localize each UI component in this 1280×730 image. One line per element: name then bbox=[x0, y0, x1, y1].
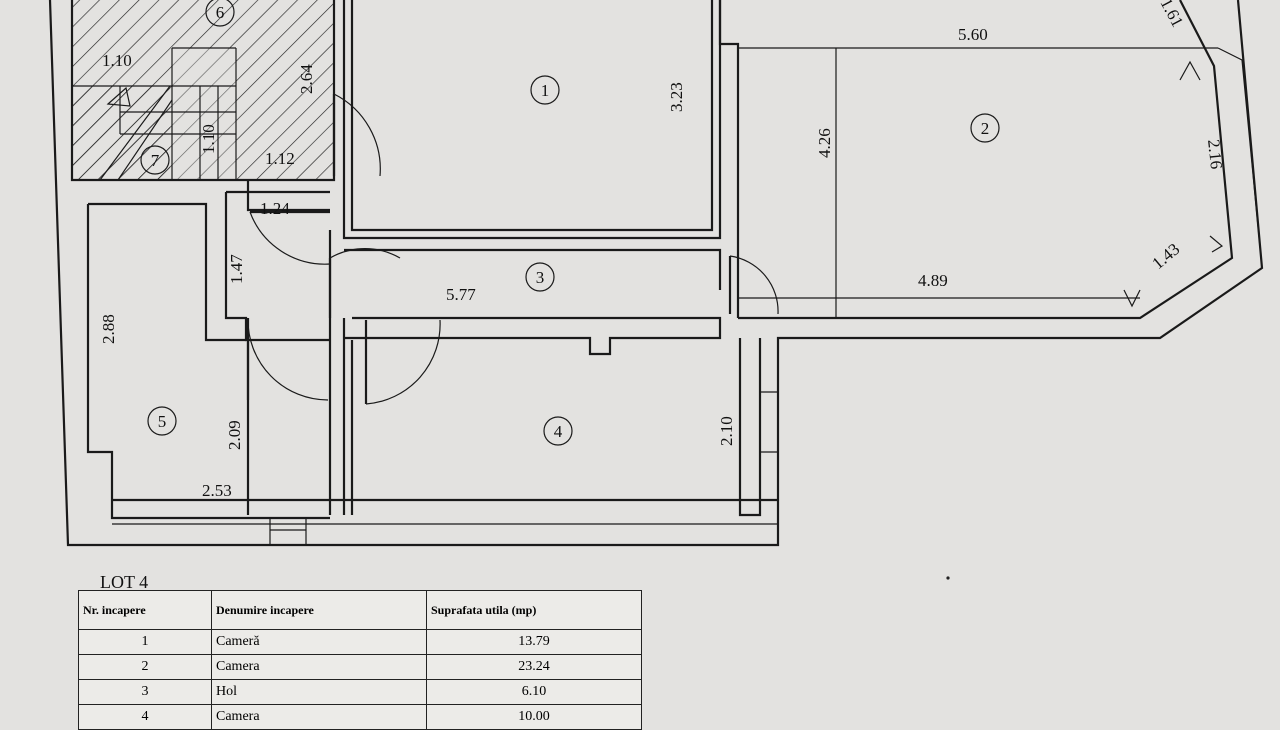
room-number-5: 5 bbox=[158, 412, 167, 431]
table-header-row: Nr. incapere Denumire incapere Suprafata… bbox=[78, 590, 642, 630]
cell-room-number: 4 bbox=[78, 704, 212, 730]
room-number-2: 2 bbox=[981, 119, 990, 138]
header-usable-area: Suprafata utila (mp) bbox=[426, 590, 642, 630]
room-number-6: 6 bbox=[216, 3, 225, 22]
cell-room-number: 3 bbox=[78, 679, 212, 705]
dim-label: 1.43 bbox=[1148, 239, 1183, 273]
dim-label: 3.23 bbox=[667, 82, 686, 112]
dim-label: 5.77 bbox=[446, 285, 476, 304]
cell-usable-area: 10.00 bbox=[426, 704, 642, 730]
table-row: 2 Camera 23.24 bbox=[78, 654, 642, 680]
lot-title: LOT 4 bbox=[100, 572, 149, 592]
dim-label: 2.10 bbox=[717, 416, 736, 446]
room-number-7: 7 bbox=[151, 151, 160, 170]
dim-label: 2.88 bbox=[99, 314, 118, 344]
dim-label: 1.24 bbox=[260, 199, 290, 218]
dimension-labels: 1.10 2.64 1.12 1.10 3.23 5.60 4.26 2.16 … bbox=[99, 0, 1226, 500]
table-row: 4 Camera 10.00 bbox=[78, 704, 642, 730]
room-number-4: 4 bbox=[554, 422, 563, 441]
dim-label: 1.12 bbox=[265, 149, 295, 168]
table-row: 3 Hol 6.10 bbox=[78, 679, 642, 705]
dim-label: 2.64 bbox=[297, 64, 316, 94]
dim-label: 5.60 bbox=[958, 25, 988, 44]
dim-label: 1.10 bbox=[199, 124, 218, 154]
cell-room-number: 2 bbox=[78, 654, 212, 680]
dim-label: 2.09 bbox=[225, 420, 244, 450]
header-room-number: Nr. incapere bbox=[78, 590, 212, 630]
dim-label: 1.47 bbox=[227, 254, 246, 284]
doors bbox=[246, 93, 779, 405]
cell-room-name: Cameră bbox=[211, 629, 427, 655]
cell-usable-area: 6.10 bbox=[426, 679, 642, 705]
dim-label: 4.26 bbox=[815, 128, 834, 158]
cell-room-number: 1 bbox=[78, 629, 212, 655]
dimension-marks bbox=[1123, 60, 1224, 308]
room-number-3: 3 bbox=[536, 268, 545, 287]
room-area-table: Nr. incapere Denumire incapere Suprafata… bbox=[78, 590, 642, 730]
stair-hatch-area bbox=[72, 0, 334, 181]
room-number-1: 1 bbox=[541, 81, 550, 100]
dim-label: 2.16 bbox=[1204, 138, 1226, 170]
cell-room-name: Camera bbox=[211, 654, 427, 680]
room-markers: 1 2 3 4 5 6 7 bbox=[140, 0, 1000, 446]
header-room-name: Denumire incapere bbox=[211, 590, 427, 630]
cell-room-name: Camera bbox=[211, 704, 427, 730]
dim-label: 2.53 bbox=[202, 481, 232, 500]
dim-label: 4.89 bbox=[918, 271, 948, 290]
table-row: 1 Cameră 13.79 bbox=[78, 629, 642, 655]
dim-label: 1.10 bbox=[102, 51, 132, 70]
cell-usable-area: 13.79 bbox=[426, 629, 642, 655]
walls bbox=[48, 0, 1264, 547]
cell-room-name: Hol bbox=[211, 679, 427, 705]
cell-usable-area: 23.24 bbox=[426, 654, 642, 680]
